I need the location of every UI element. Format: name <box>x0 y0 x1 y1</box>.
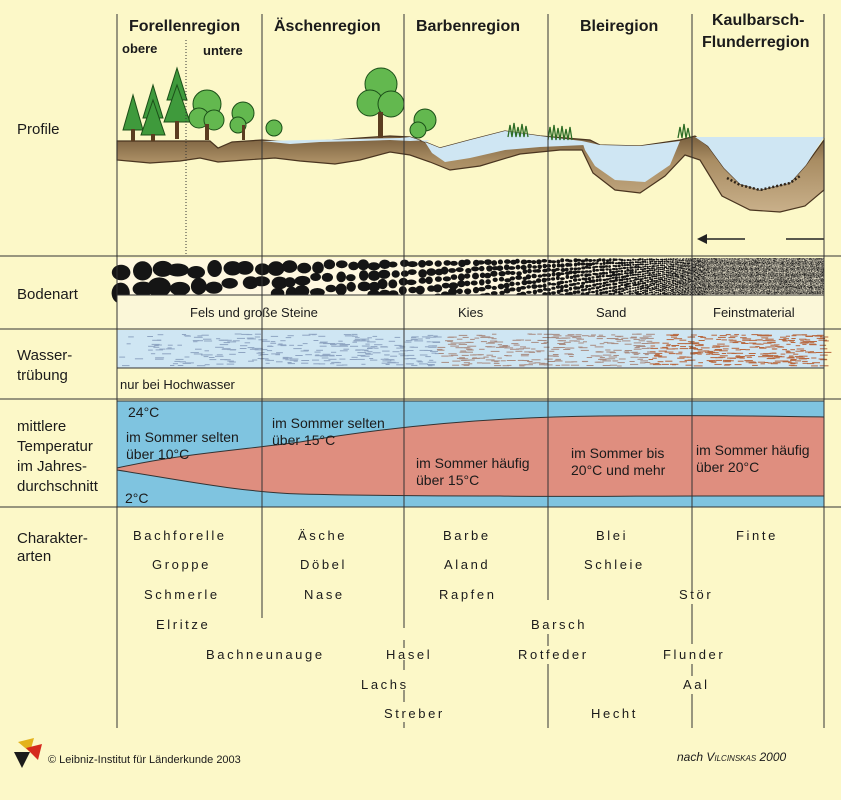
species-bachforelle: Bachforelle <box>133 528 227 543</box>
row-label-bodenart: Bodenart <box>17 285 78 305</box>
species-aesche: Äsche <box>298 528 347 543</box>
species-blei: Blei <box>596 528 628 543</box>
row-label-profile: Profile <box>17 120 60 140</box>
source-author: Vilcinskas <box>706 750 756 764</box>
species-finte: Finte <box>736 528 778 543</box>
temp-kaul-1: im Sommer häufig <box>696 442 810 459</box>
region-forelle-obere: obere <box>122 41 157 56</box>
temp-barbe-1: im Sommer häufig <box>416 455 530 472</box>
species-barbe: Barbe <box>443 528 491 543</box>
row-label-durchschnitt: durchschnitt <box>17 477 98 497</box>
row-label-jahres: im Jahres- <box>17 457 87 477</box>
ifl-logo <box>14 738 42 768</box>
region-barbenregion: Barbenregion <box>416 18 520 36</box>
species-bachneunauge: Bachneunauge <box>206 647 325 662</box>
soil-kies: Kies <box>458 305 483 320</box>
temp-forelle-2: über 10°C <box>126 446 189 463</box>
temp-forelle-1: im Sommer selten <box>126 429 239 446</box>
species-lachs: Lachs <box>361 677 409 692</box>
species-barsch: Barsch <box>531 617 587 632</box>
species-aal: Aal <box>683 677 710 692</box>
source-prefix: nach <box>677 750 706 764</box>
temp-aesche-2: über 15°C <box>272 432 335 449</box>
species-stoer: Stör <box>679 587 713 602</box>
row-label-truebung: trübung <box>17 366 68 386</box>
temp-min: 2°C <box>125 490 149 507</box>
region-aeschenregion: Äschenregion <box>274 18 381 36</box>
species-aland: Aland <box>444 557 490 572</box>
soil-sand: Sand <box>596 305 626 320</box>
temp-aesche-1: im Sommer selten <box>272 415 385 432</box>
soil-fels: Fels und große Steine <box>190 305 318 320</box>
species-rapfen: Rapfen <box>439 587 497 602</box>
row-label-arten: arten <box>17 547 51 567</box>
species-hasel: Hasel <box>386 647 432 662</box>
source-citation: nach Vilcinskas 2000 <box>677 750 786 764</box>
temp-kaul-2: über 20°C <box>696 459 759 476</box>
species-nase: Nase <box>304 587 345 602</box>
row-label-wasser: Wasser- <box>17 346 72 366</box>
species-streber: Streber <box>384 706 445 721</box>
species-flunder: Flunder <box>663 647 725 662</box>
region-forellenregion: Forellenregion <box>129 18 240 36</box>
soil-feinstmaterial: Feinstmaterial <box>713 305 795 320</box>
vegetation <box>123 68 690 141</box>
row-label-charakter: Charakter- <box>17 529 88 549</box>
copyright-text: © Leibniz-Institut für Länderkunde 2003 <box>48 754 241 766</box>
species-schleie: Schleie <box>584 557 645 572</box>
temp-blei-2: 20°C und mehr <box>571 462 665 479</box>
species-elritze: Elritze <box>156 617 210 632</box>
region-kaulbarsch-line1: Kaulbarsch- <box>712 12 804 30</box>
species-schmerle: Schmerle <box>144 587 220 602</box>
temp-blei-1: im Sommer bis <box>571 445 664 462</box>
row-label-temperatur: Temperatur <box>17 437 93 457</box>
species-rotfeder: Rotfeder <box>518 647 589 662</box>
region-forelle-untere: untere <box>203 43 243 58</box>
region-kaulbarsch-line2: Flunderregion <box>702 34 810 52</box>
region-bleiregion: Bleiregion <box>580 18 658 36</box>
source-year: 2000 <box>756 750 786 764</box>
species-groppe: Groppe <box>152 557 211 572</box>
species-doebel: Döbel <box>300 557 347 572</box>
species-hecht: Hecht <box>591 706 638 721</box>
temp-barbe-2: über 15°C <box>416 472 479 489</box>
temp-max: 24°C <box>128 404 159 421</box>
row-label-mittlere: mittlere <box>17 417 66 437</box>
turbidity-note: nur bei Hochwasser <box>120 377 235 392</box>
